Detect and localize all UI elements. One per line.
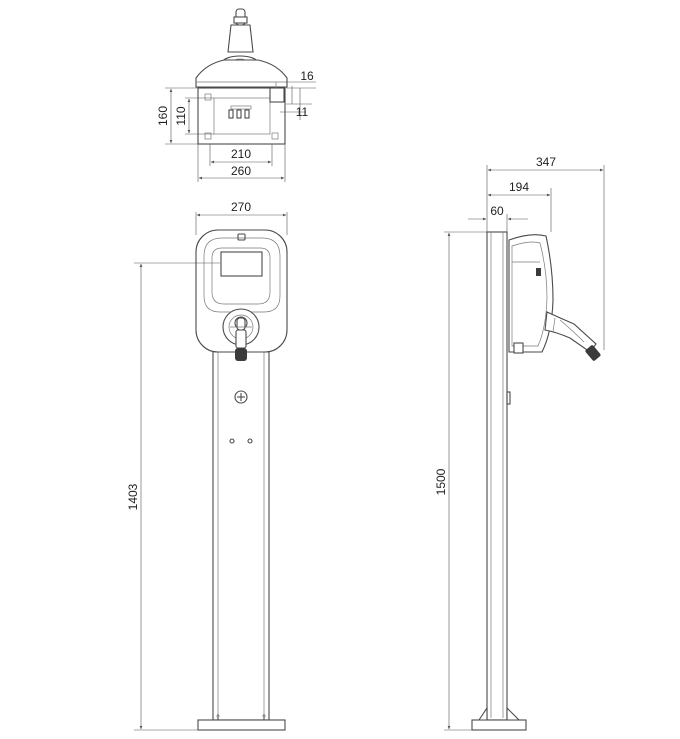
dim-top-160: 160 [156,106,170,126]
side-view-post [486,231,508,721]
dim-side-1500: 1500 [434,468,448,495]
top-view: 16 11 160 110 210 260 [156,8,316,182]
dim-top-210: 210 [231,147,251,161]
front-view-display [220,251,263,277]
front-view-base-plate [197,719,286,731]
top-view-housing [195,59,288,88]
side-view-plug [544,311,597,353]
dim-top-16: 16 [300,69,314,83]
front-view-post [212,344,270,721]
dim-side-194: 194 [509,180,529,194]
side-view-base-plate [471,719,527,731]
dim-top-11: 11 [296,105,309,119]
side-view: 347 194 60 1500 [434,155,605,731]
front-view: 270 1403 [126,200,288,731]
dim-side-60: 60 [490,204,504,218]
dim-front-1403: 1403 [126,483,140,510]
side-view-charger-housing [508,234,554,353]
dim-side-347: 347 [536,155,556,169]
dim-front-270: 270 [231,200,251,214]
dim-top-260: 260 [231,164,251,178]
dim-top-110: 110 [174,106,188,125]
